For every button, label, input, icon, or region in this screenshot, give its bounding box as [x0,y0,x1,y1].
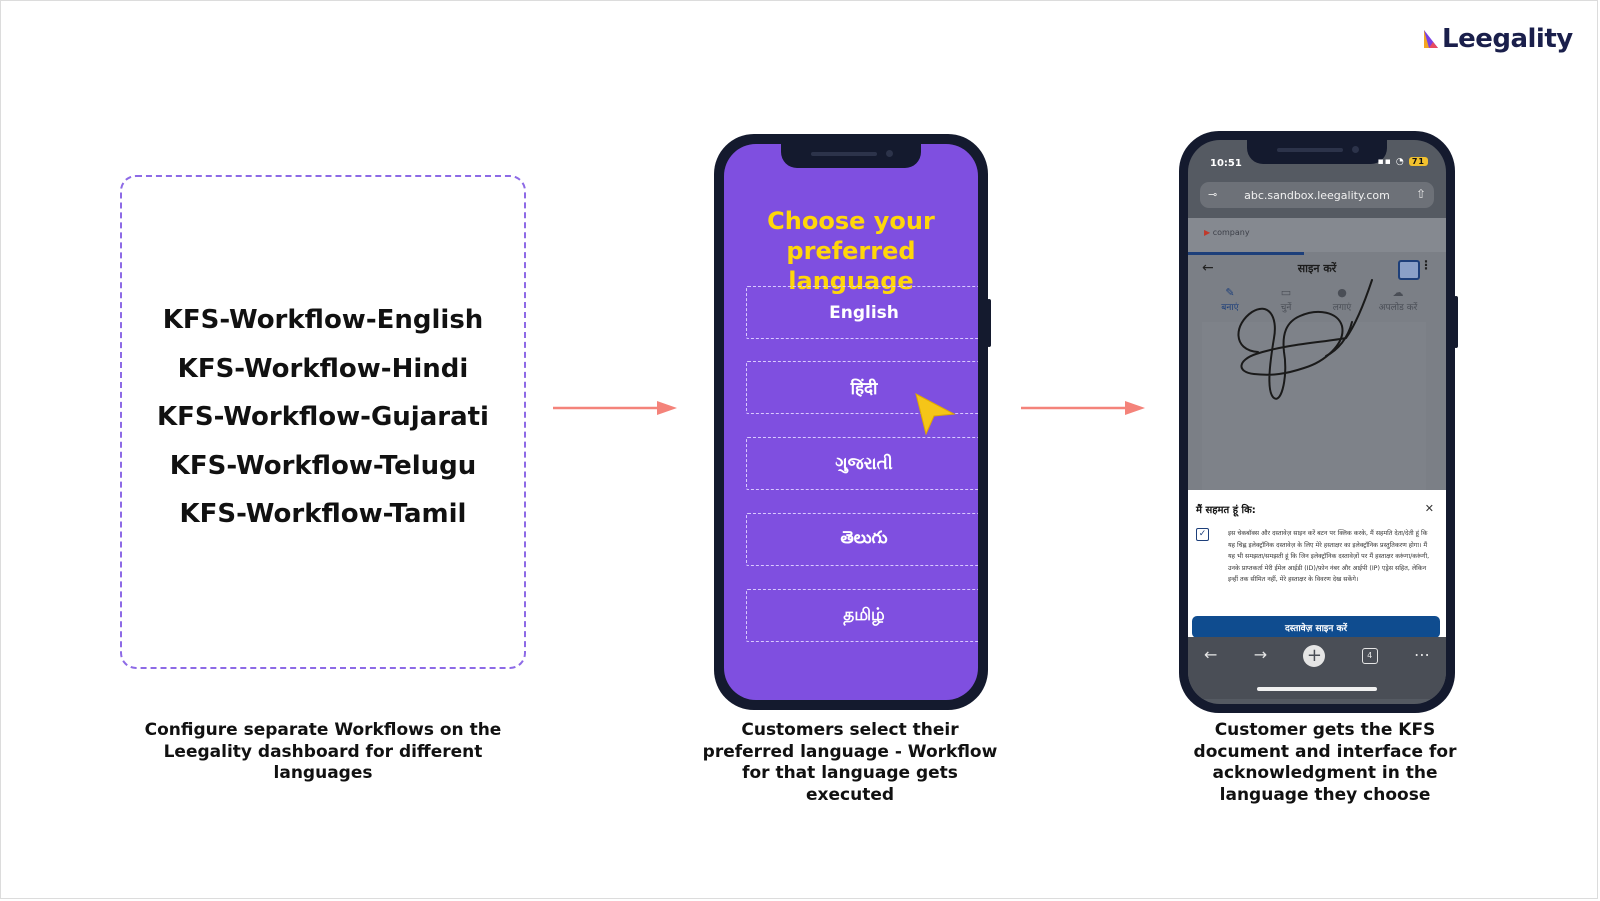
progress-bar [1188,252,1305,255]
signal-icon: ▪▪ [1377,157,1392,167]
nav-forward-icon[interactable]: → [1253,645,1268,664]
phone-side-button [987,299,991,347]
language-option-tamil[interactable]: தமிழ் [746,589,978,642]
language-option-hindi[interactable]: हिंदी [746,361,978,414]
workflow-item: KFS-Workflow-Tamil [179,499,467,529]
upload-cloud-icon: ☁ [1392,286,1404,299]
workflow-item: KFS-Workflow-Hindi [177,353,469,384]
language-select-screen: Choose your preferred language English ह… [724,144,978,700]
company-logo-icon: ▶ [1204,228,1211,237]
sign-document-button[interactable]: दस्तावेज़ साइन करें [1192,616,1440,638]
back-arrow-icon[interactable]: ← [1202,260,1214,276]
workflow-list-box [120,175,526,669]
tab-choose[interactable]: ▭ चुनें [1258,284,1314,322]
language-option-telugu[interactable]: తెలుగు [746,513,978,566]
phone-notch [1247,140,1387,164]
caption-kfs-document: Customer gets the KFS document and inter… [1193,720,1457,805]
signature-canvas[interactable] [1202,322,1426,522]
phone-side-button [1454,296,1458,348]
tab-upload[interactable]: ☁ अपलोड करें [1370,284,1426,322]
share-icon[interactable]: ⇧ [1415,187,1426,201]
more-horizontal-icon[interactable]: ⋯ [1414,645,1430,664]
workflow-list: KFS-Workflow-English KFS-Workflow-Hindi … [120,296,526,539]
arrow-right-icon [1021,401,1145,415]
new-tab-icon[interactable]: + [1303,645,1326,667]
arrow-right-icon [553,401,677,415]
url-text: abc.sandbox.leegality.com [1244,188,1390,202]
page-title: साइन करें [1297,261,1337,275]
choose-language-title: Choose your preferred language [767,207,935,295]
workflow-item: KFS-Workflow-English [162,305,484,335]
nav-back-icon[interactable]: ← [1204,645,1218,664]
browser-bottom-nav: ← → + 4 ⋯ [1188,637,1446,699]
company-header: ▶ company [1188,218,1446,252]
draw-icon: ✎ [1225,286,1235,299]
caption-select-language: Customers select their preferred languag… [702,720,998,805]
language-option-english[interactable]: English [746,286,978,339]
status-bar: 10:51 ▪▪ ◔ 71 [1188,140,1446,178]
caption-configure-workflows: Configure separate Workflows on the Leeg… [144,720,502,783]
toggle-icon[interactable] [1398,260,1420,280]
home-indicator [1257,687,1377,691]
status-icons: ▪▪ ◔ 71 [1378,157,1428,167]
signature-tabs: ✎ बनाएं ▭ चुनें ● लगाएं ☁ अपलोड करें [1202,284,1426,322]
battery-icon: 71 [1408,157,1428,166]
browser-url-bar[interactable]: ⊸ abc.sandbox.leegality.com ⇧ [1200,182,1434,208]
company-logo: ▶ company [1204,228,1250,237]
signing-phone: 10:51 ▪▪ ◔ 71 ⊸ abc.sandbox.leegality.co… [1179,131,1458,713]
consent-panel: मैं सहमत हूं कि: ✕ ✓ इस चेकबॉक्स और दस्त… [1188,490,1446,656]
key-icon: ⊸ [1208,188,1218,201]
leegality-logo: Leegality [1422,24,1573,54]
close-icon[interactable]: ✕ [1424,502,1434,515]
phone-notch [781,144,921,168]
tabs-icon[interactable]: 4 [1361,648,1378,664]
status-time: 10:51 [1210,158,1242,169]
language-select-phone: Choose your preferred language English ह… [714,134,991,710]
tab-apply[interactable]: ● लगाएं [1314,284,1370,322]
stamp-icon: ● [1337,286,1347,299]
handwritten-signature [1237,279,1373,400]
tab-draw[interactable]: ✎ बनाएं [1202,284,1258,322]
leegality-logo-icon [1424,30,1438,48]
more-vertical-icon[interactable]: ⋮ [1420,258,1432,272]
keyboard-icon: ▭ [1280,286,1292,299]
consent-checkbox[interactable]: ✓ [1196,528,1209,541]
consent-title: मैं सहमत हूं कि: [1196,505,1256,516]
wifi-icon: ◔ [1395,157,1405,167]
logo-text: Leegality [1442,24,1573,54]
language-option-gujarati[interactable]: ગુજરાતી [746,437,978,490]
workflow-item: KFS-Workflow-Telugu [169,450,477,481]
signing-screen: 10:51 ▪▪ ◔ 71 ⊸ abc.sandbox.leegality.co… [1188,140,1446,704]
workflow-item: KFS-Workflow-Gujarati [157,402,489,432]
consent-text: इस चेकबॉक्स और दस्तावेज़ साइन करें बटन प… [1228,530,1430,584]
pointer-cursor-icon [915,393,956,436]
